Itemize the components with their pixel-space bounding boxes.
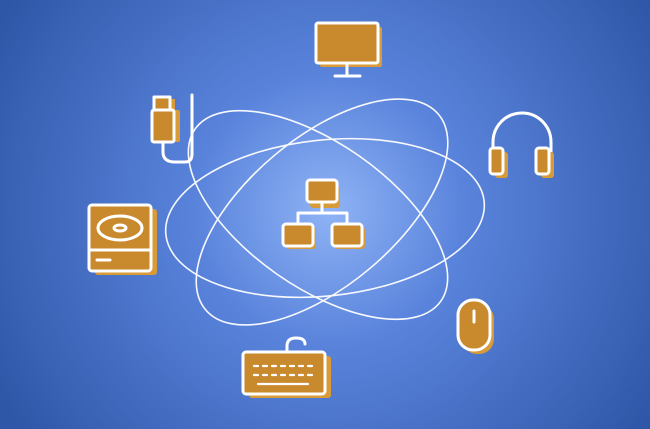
network-hierarchy-icon	[281, 178, 365, 249]
keyboard-icon	[241, 336, 331, 398]
hard-drive-icon	[87, 203, 157, 275]
usb-cable-icon	[150, 93, 194, 164]
orbit-right-tilt	[195, 98, 449, 326]
monitor-icon	[314, 21, 382, 78]
mouse-icon	[456, 298, 494, 354]
orbit-left-tilt	[187, 109, 449, 321]
headphones-icon	[488, 111, 554, 178]
orbit-lines	[164, 98, 486, 326]
